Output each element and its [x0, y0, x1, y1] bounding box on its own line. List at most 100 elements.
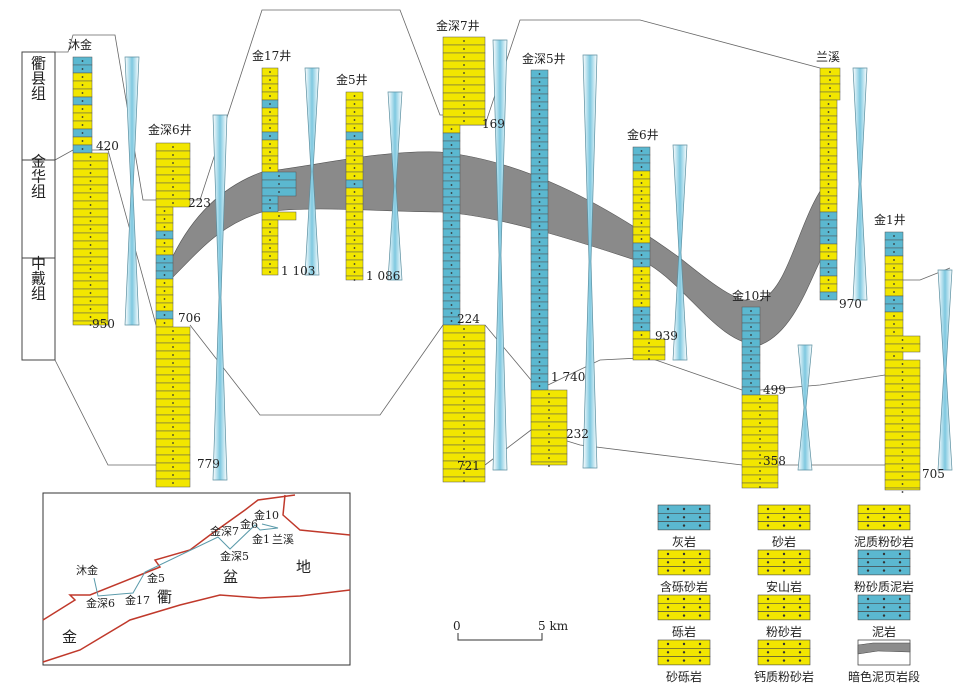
hourglass-marker: [852, 67, 868, 301]
well-column: [442, 36, 486, 483]
legend-item: 砂砾岩: [657, 639, 711, 684]
correlation-line: [189, 324, 444, 416]
depth-label: 223: [188, 196, 211, 210]
depth-label: 970: [839, 297, 862, 311]
depth-label: 358: [763, 454, 786, 468]
map-label-jinshen5: 金深5: [220, 549, 249, 563]
well-name: 金深5井: [522, 51, 566, 66]
hourglass-marker: [212, 114, 228, 481]
scale-bar: 0 5 km: [453, 619, 569, 641]
depth-label: 420: [96, 139, 119, 153]
legend-label: 泥质粉砂岩: [854, 534, 914, 549]
legend-item: 钙质粉砂岩: [754, 639, 814, 684]
depth-label: 499: [763, 383, 786, 397]
formation-jinhua: 金华组: [29, 154, 47, 199]
well-column: [345, 91, 364, 281]
legend-label: 含砾砂岩: [660, 579, 708, 594]
map-label-jinshen6: 金深6: [86, 596, 115, 610]
well-column: [632, 146, 666, 361]
well-column: [741, 306, 779, 489]
well-name: 兰溪: [816, 50, 840, 64]
depth-label: 939: [655, 329, 678, 343]
scale-end: 5 km: [538, 619, 569, 633]
legend-item: 灰岩: [657, 504, 711, 549]
well-name: 金6井: [627, 127, 659, 142]
map-region-char: 衢: [157, 588, 172, 606]
well-name: 金1井: [874, 212, 906, 227]
legend-item: 砾岩: [657, 594, 711, 639]
scale-zero: 0: [453, 619, 461, 633]
location-map: 沐金 金深6 金17 金5 金深7 金深5 金6 金10 金1 兰溪 金 衢 盆…: [42, 492, 351, 666]
well-name: 金深6井: [148, 122, 192, 137]
hourglass-marker: [124, 56, 140, 326]
correlation-line: [460, 19, 821, 126]
hourglass-marker: [937, 269, 953, 471]
hourglass-marker: [672, 144, 688, 361]
legend-item: 砂岩: [757, 504, 811, 549]
well-column: [819, 67, 841, 301]
map-region-char: 地: [296, 558, 311, 576]
legend-item: 安山岩: [757, 549, 811, 594]
map-label-jin17: 金17: [125, 593, 150, 607]
legend-item: 泥岩: [857, 594, 911, 639]
well-column: [261, 67, 297, 276]
map-region-char: 金: [62, 628, 77, 646]
depth-label: 169: [482, 117, 505, 131]
legend-item: 含砾砂岩: [657, 549, 711, 594]
legend-label: 粉砂质泥岩: [854, 579, 914, 594]
depth-label: 721: [457, 459, 480, 473]
legend-item: 粉砂质泥岩: [854, 549, 914, 594]
depth-label: 1 740: [551, 370, 585, 384]
legend-label: 暗色泥页岩段: [848, 669, 920, 684]
legend-label: 钙质粉砂岩: [754, 669, 814, 684]
well-column: [530, 69, 568, 467]
correlation-line: [173, 9, 443, 201]
well-column: [155, 142, 191, 488]
legend-item: 粉砂岩: [757, 594, 811, 639]
legend-label: 砾岩: [672, 624, 696, 639]
legend-item: 暗色泥页岩段: [848, 639, 920, 684]
well-name: 金深7井: [436, 18, 480, 33]
depth-label: 706: [178, 311, 201, 325]
legend-label: 砂砾岩: [666, 669, 702, 684]
correlation-line: [54, 149, 173, 326]
depth-label: 224: [457, 312, 480, 326]
hourglass-marker: [304, 67, 320, 276]
depth-label: 779: [197, 457, 220, 471]
well-name: 沐金: [68, 37, 92, 52]
map-label-lanxi: 兰溪: [272, 533, 294, 546]
legend-label: 安山岩: [766, 579, 802, 594]
map-region-char: 盆: [223, 568, 238, 586]
depth-label: 232: [566, 427, 589, 441]
formation-zhongdai: 中戴组: [29, 256, 47, 301]
map-label-jinshen7: 金深7: [210, 524, 239, 538]
hourglass-marker: [387, 91, 403, 281]
well-columns: [72, 36, 921, 493]
map-label-jin10: 金10: [254, 508, 279, 522]
legend-label: 粉砂岩: [766, 624, 802, 639]
well-name: 金17井: [252, 48, 291, 63]
hourglass-markers: [124, 39, 953, 481]
hourglass-marker: [582, 54, 598, 469]
hourglass-marker: [492, 39, 508, 471]
legend-label: 灰岩: [672, 534, 696, 549]
correlation-line: [54, 359, 156, 466]
map-label-mujin: 沐金: [76, 563, 98, 577]
map-label-jin6: 金6: [240, 517, 258, 531]
hourglass-marker: [797, 344, 813, 471]
well-name: 金10井: [732, 288, 771, 303]
correlation-line: [55, 34, 156, 201]
formation-quxian: 衢县组: [29, 56, 47, 101]
legend-label: 砂岩: [772, 534, 796, 549]
formation-column: 衢县组 金华组 中戴组: [21, 51, 56, 361]
depth-label: 950: [92, 317, 115, 331]
correlation-line: [547, 357, 886, 391]
depth-label: 705: [922, 467, 945, 481]
well-name: 金5井: [336, 72, 368, 87]
well-column: [72, 56, 109, 326]
legend-label: 泥岩: [872, 624, 896, 639]
legend-item: 泥质粉砂岩: [854, 504, 914, 549]
well-column: [884, 231, 921, 493]
